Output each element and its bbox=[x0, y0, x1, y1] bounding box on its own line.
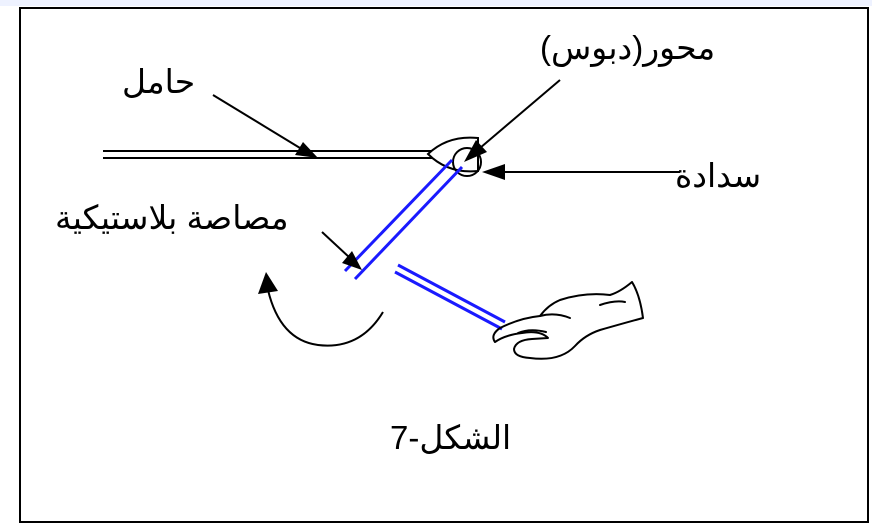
holder-label: حامل bbox=[122, 63, 196, 100]
top-watermark-band bbox=[0, 0, 872, 6]
straw-upper bbox=[343, 158, 464, 281]
figure-caption: الشكل-7 bbox=[390, 419, 512, 456]
stopper-label: سدادة bbox=[675, 157, 762, 194]
straw-arrow bbox=[321, 231, 362, 270]
holder-arrow bbox=[212, 94, 318, 158]
hand-drawing bbox=[492, 281, 644, 360]
holder-rod bbox=[103, 150, 432, 159]
rotation-arrow bbox=[258, 272, 384, 347]
straw-label: مصاصة بلاستيكية bbox=[55, 199, 289, 236]
pin-label: محور(دبوس) bbox=[540, 29, 716, 66]
figure-frame bbox=[19, 7, 869, 523]
straw-lower bbox=[394, 263, 506, 331]
stopper-arrow bbox=[482, 164, 680, 180]
pin-arrow bbox=[464, 79, 561, 162]
pin-circle bbox=[452, 147, 482, 177]
